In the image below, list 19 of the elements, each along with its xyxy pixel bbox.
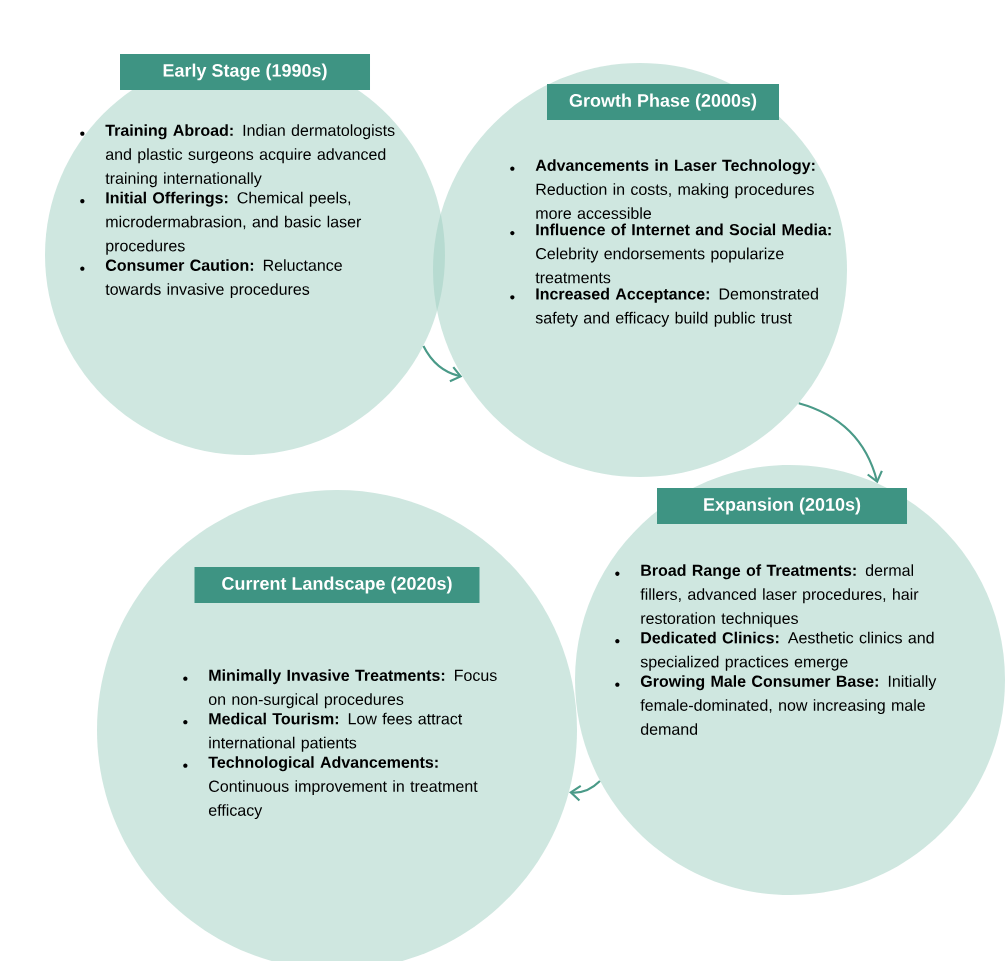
bullet-text: Medical Tourism: Low fees attract international patients bbox=[209, 712, 463, 752]
bullet-text: Technological Advancements: Continuous improvement in treatment efficacy bbox=[208, 756, 478, 820]
arrow bbox=[798, 402, 883, 484]
header-box: Early Stage (1990s) bbox=[120, 54, 370, 90]
header-box: Expansion (2010s) bbox=[657, 488, 907, 524]
bullet-text: Dedicated Clinics: Aesthetic clinics and specialized practices emerge bbox=[640, 631, 934, 671]
bullet-text: Training Abroad: Indian dermatologists and plastic surgeons acquire advanced training internationally bbox=[105, 124, 395, 188]
bullet-text: Growing Male Consumer Base: Initially female-dominated, now increasing male demand bbox=[640, 675, 937, 735]
arrow bbox=[569, 780, 601, 802]
bullet-text: Advancements in Laser Technology: Reduction in costs, making procedures more accessible bbox=[535, 159, 815, 219]
header-box: Current Landscape (2020s) bbox=[194, 567, 480, 603]
header-box: Growth Phase (2000s) bbox=[547, 84, 779, 120]
bullet-text: Influence of Internet and Social Media: Celebrity endorsements popularize treatments bbox=[535, 223, 831, 284]
arrow bbox=[422, 345, 463, 383]
bullet-text: Increased Acceptance: Demonstrated safety and efficacy build public trust bbox=[535, 287, 818, 327]
bullet-text: Broad Range of Treatments: dermal fillers, advanced laser procedures, hair restoration techniques bbox=[640, 564, 919, 628]
bullet-text: Initial Offerings: Chemical peels, microdermabrasion, and basic laser procedures bbox=[106, 191, 362, 255]
bullet-text: Consumer Caution: Reluctance towards invasive procedures bbox=[105, 259, 342, 299]
bullet-text: Minimally Invasive Treatments: Focus on non-surgical procedures bbox=[208, 669, 497, 709]
